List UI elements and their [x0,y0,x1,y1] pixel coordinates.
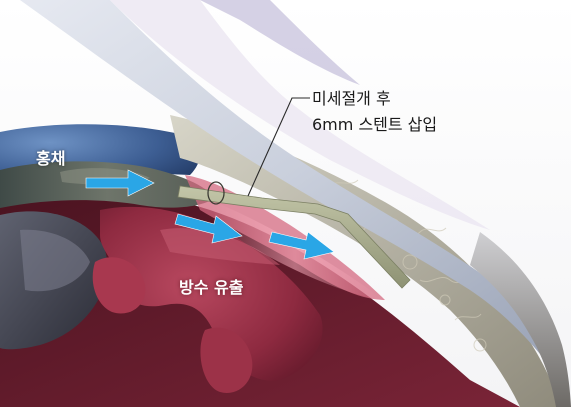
tissue-highlight [160,228,280,265]
iris-label: 홍채 [36,149,66,168]
outflow-glow [210,200,380,300]
ciliary-process-lower [200,327,253,393]
flow-arrow-2 [174,213,243,244]
cornea-edge [200,0,360,85]
stent-callout-label: 미세절개 후 6mm 스텐트 삽입 [312,86,437,138]
stent-callout-line-2: 6mm 스텐트 삽입 [312,115,438,134]
flow-arrow-3 [268,231,335,260]
stent-ring [207,181,225,205]
callout-leader [247,97,310,197]
cornea-sheen [110,0,490,230]
aqueous-outflow-label: 방수 유출 [179,278,244,297]
ciliary-process [92,257,146,314]
conjunctiva [470,232,571,407]
sclera [170,115,560,407]
stent [177,185,411,289]
lens-highlight [20,229,90,292]
flow-arrow-1 [85,169,155,197]
flow-arrows [85,169,335,260]
stent-callout-line-1: 미세절개 후 [312,89,391,108]
cornea [20,0,555,360]
iris-root-tissue [100,206,323,381]
